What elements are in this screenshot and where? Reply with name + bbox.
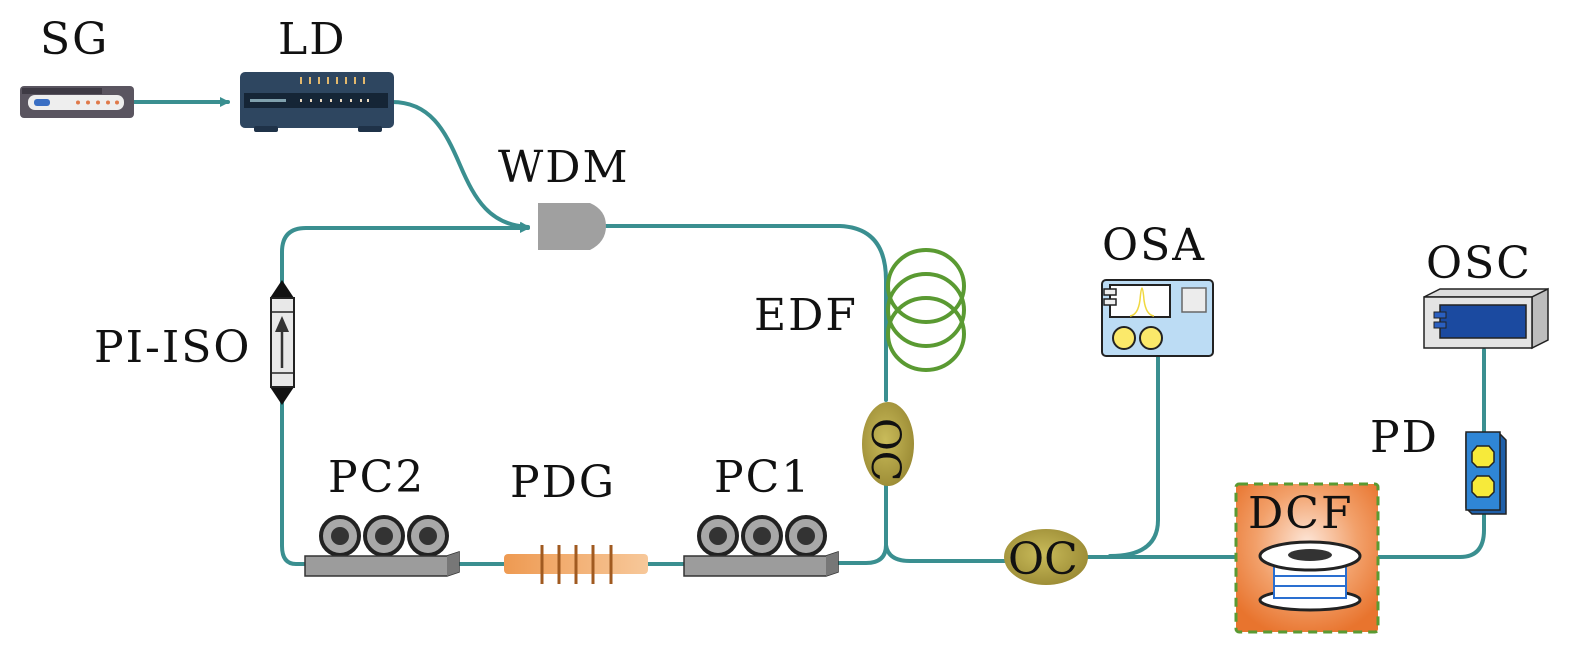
edf-coil[interactable] [886, 248, 966, 372]
osc-side [1531, 287, 1549, 350]
sg-top-edge [22, 88, 102, 94]
optical-spectrum-analyzer[interactable] [1101, 279, 1214, 357]
ld-indicator-dots [300, 99, 369, 102]
photodetector[interactable] [1465, 431, 1507, 515]
osc-port-2 [1433, 321, 1447, 329]
oc-output-body [1004, 529, 1088, 585]
osa-port-2 [1103, 298, 1117, 306]
label-ld: LD [278, 14, 347, 65]
fiber-oc-to-pc1 [834, 483, 888, 565]
label-osc: OSC [1426, 238, 1532, 289]
label-pc2: PC2 [328, 452, 425, 503]
iso-top-cap [270, 280, 294, 298]
label-pdg: PDG [510, 457, 616, 508]
osc-top [1423, 288, 1549, 298]
fiber-pc2-to-iso [280, 400, 306, 566]
pc1-base [683, 550, 839, 577]
fiber-dcf-to-pd [1376, 510, 1486, 559]
dcf-spool-hub [1288, 549, 1332, 561]
laser-diode[interactable] [240, 72, 394, 132]
oscilloscope[interactable] [1423, 287, 1549, 350]
label-oc-ring: OC [862, 418, 908, 481]
iso-arrow-head [275, 316, 289, 332]
pdg-grating[interactable] [504, 545, 648, 584]
optical-coupler-ring[interactable]: OC [862, 402, 914, 486]
iso-bottom-cap [270, 387, 294, 405]
fiber-wdm-to-edf [602, 224, 888, 402]
osa-port-1 [1103, 288, 1117, 296]
ld-slot [250, 99, 286, 102]
osa-knob-1 [1112, 326, 1136, 350]
label-pd: PD [1370, 412, 1439, 463]
polarization-controller-1[interactable] [683, 515, 839, 577]
label-dcf: DCF [1248, 488, 1353, 539]
pd-body [1465, 431, 1501, 511]
osc-port-1 [1433, 311, 1447, 319]
oc-ring-body [862, 402, 914, 486]
fiber-iso-to-wdm [280, 223, 530, 284]
pc1-paddles [697, 515, 827, 557]
ld-panel [244, 93, 388, 108]
sg-display-icon [34, 99, 50, 106]
fiber-ld-to-wdm [390, 100, 530, 232]
fiber-paths [132, 97, 1486, 566]
pi-isolator[interactable] [270, 280, 295, 405]
label-pi-iso: PI-ISO [94, 322, 251, 373]
label-wdm: WDM [498, 142, 630, 193]
fiber-oc-to-output-oc [884, 518, 1008, 563]
pc2-base-side [447, 552, 459, 576]
label-pc1: PC1 [714, 452, 811, 503]
pc2-base [304, 550, 460, 577]
pd-led-2 [1471, 475, 1495, 498]
dcf-spool[interactable] [1234, 482, 1380, 634]
optical-coupler-output[interactable]: OC [1004, 529, 1088, 585]
wdm[interactable] [538, 203, 606, 250]
label-oc-output: OC [1008, 534, 1078, 585]
label-sg: SG [40, 14, 109, 65]
osa-side-panel [1181, 287, 1207, 313]
fiber-oc-to-osa [1108, 354, 1160, 558]
wdm-body [538, 203, 606, 250]
ld-foot-right [358, 126, 382, 132]
ld-vents [300, 77, 365, 84]
pd-led-1 [1471, 445, 1495, 468]
signal-generator[interactable] [20, 86, 134, 118]
label-osa: OSA [1102, 220, 1206, 271]
pc2-paddles [319, 515, 449, 557]
pdg-grating-lines [540, 545, 613, 584]
pc1-base-side [826, 552, 838, 576]
osc-screen [1439, 304, 1527, 339]
sg-indicator-dots [76, 100, 119, 105]
label-edf: EDF [754, 290, 858, 341]
osa-knob-2 [1139, 326, 1163, 350]
polarization-controller-2[interactable] [304, 515, 460, 577]
ld-foot-left [254, 126, 278, 132]
osa-spectrum-peak-icon [1129, 287, 1155, 317]
